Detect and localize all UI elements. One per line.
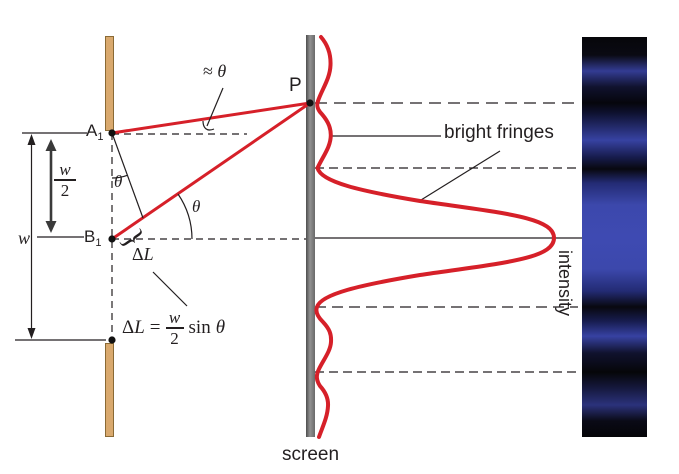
slit-bottom-edge-dot (108, 336, 116, 344)
approx-theta-label: ≈ θ (203, 62, 226, 80)
approx-theta-pointer-line (206, 87, 224, 127)
theta-arc-b1 (177, 193, 193, 240)
point-p-label: P (289, 75, 302, 96)
formula-var: L (134, 317, 145, 339)
formula-numerator: w (168, 308, 181, 327)
w-half-denominator: 2 (60, 180, 70, 200)
delta-l-label: ΔL (132, 245, 154, 263)
intensity-axis-label: intensity (555, 250, 575, 317)
formula-equals: = (149, 317, 161, 339)
theta-symbol: θ (217, 61, 227, 81)
theta-label-a1: θ (114, 172, 123, 191)
fringe-pattern-strip (582, 37, 647, 437)
b-letter: B (84, 227, 96, 246)
point-p-dot (306, 99, 314, 107)
formula-fraction: w 2 (165, 308, 184, 348)
l-symbol: L (143, 244, 154, 264)
a-subscript: 1 (97, 131, 104, 143)
approx-sign: ≈ (203, 61, 213, 81)
w-half-numerator: w (59, 160, 71, 179)
theta-label-b1: θ (192, 197, 201, 216)
slit-barrier-bottom (105, 343, 114, 437)
w-half-arrow-head-down (45, 221, 57, 233)
formula-sin: sin (188, 317, 211, 339)
formula-delta: Δ (122, 317, 135, 339)
perpendicular-line (111, 132, 144, 219)
w-half-arrow-head-up (45, 139, 57, 151)
screen-label: screen (282, 444, 340, 465)
a-letter: A (86, 121, 98, 140)
fraction-bar (54, 179, 76, 181)
w-label: w (18, 228, 31, 248)
w-arrow-head-up (27, 134, 36, 145)
approx-theta-small-arc (202, 120, 215, 131)
delta-symbol: Δ (132, 244, 144, 264)
formula-denominator: 2 (170, 328, 179, 348)
point-a1-label: A1 (86, 122, 103, 143)
formula-theta: θ (215, 317, 226, 339)
screen-bar (306, 35, 315, 437)
point-a1-dot (108, 129, 116, 137)
formula-lhs: ΔL (122, 318, 145, 337)
point-b1-dot (108, 235, 116, 243)
bright-fringes-pointer-lower (420, 150, 501, 201)
b-subscript: 1 (95, 237, 102, 249)
ray-b1-to-p (110, 101, 312, 241)
path-difference-formula: ΔL = w 2 sin θ (122, 309, 225, 347)
bright-fringes-label: bright fringes (444, 122, 554, 143)
w-half-fraction: w 2 (54, 161, 76, 199)
theta-arc-a1 (111, 174, 128, 179)
formula-fraction-bar (165, 327, 184, 329)
delta-l-pointer-line (152, 271, 188, 307)
w-arrow-head-down (27, 328, 36, 339)
point-b1-label: B1 (84, 228, 101, 249)
intensity-curve (314, 35, 557, 439)
